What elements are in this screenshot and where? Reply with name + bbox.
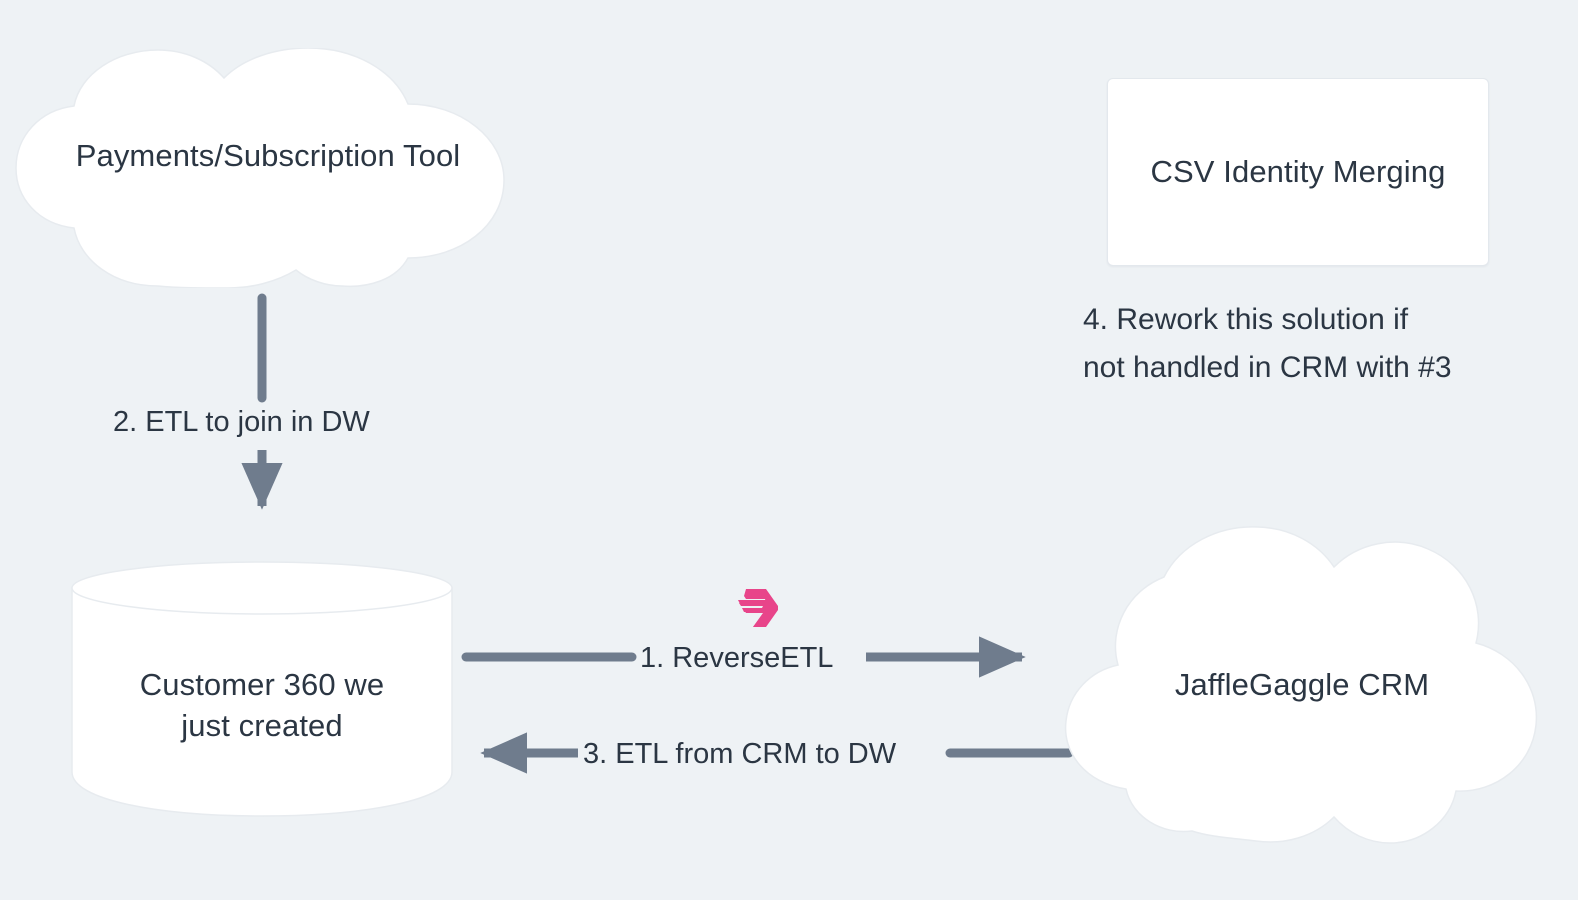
node-label: CSV Identity Merging bbox=[1150, 153, 1446, 189]
hightouch-logo-glyph bbox=[738, 589, 778, 627]
node-label: JaffleGaggle CRM bbox=[1174, 667, 1430, 702]
node-label: Customer 360 we just created bbox=[139, 667, 385, 743]
node-csv-identity-merging[interactable]: CSV Identity Merging bbox=[1107, 78, 1489, 266]
edge-label-etl-from-crm-to-dw: 3. ETL from CRM to DW bbox=[583, 736, 897, 774]
cylinder-shape bbox=[71, 561, 453, 817]
node-jafflegaggle-crm[interactable]: JaffleGaggle CRM bbox=[1052, 525, 1552, 845]
node-customer-360-warehouse[interactable]: Customer 360 we just created bbox=[70, 560, 454, 818]
cloud-shape bbox=[15, 48, 505, 288]
annotation-rework-note: 4. Rework this solution if not handled i… bbox=[1083, 303, 1452, 384]
edge-label-etl-to-join-in-dw: 2. ETL to join in DW bbox=[113, 404, 370, 442]
node-label: Payments/Subscription Tool bbox=[75, 138, 461, 173]
edge-label-reverse-etl: 1. ReverseETL bbox=[640, 640, 834, 678]
cloud-shape bbox=[1064, 526, 1538, 844]
node-payments-subscription-tool[interactable]: Payments/Subscription Tool bbox=[8, 48, 528, 288]
hightouch-logo-icon bbox=[733, 586, 783, 630]
